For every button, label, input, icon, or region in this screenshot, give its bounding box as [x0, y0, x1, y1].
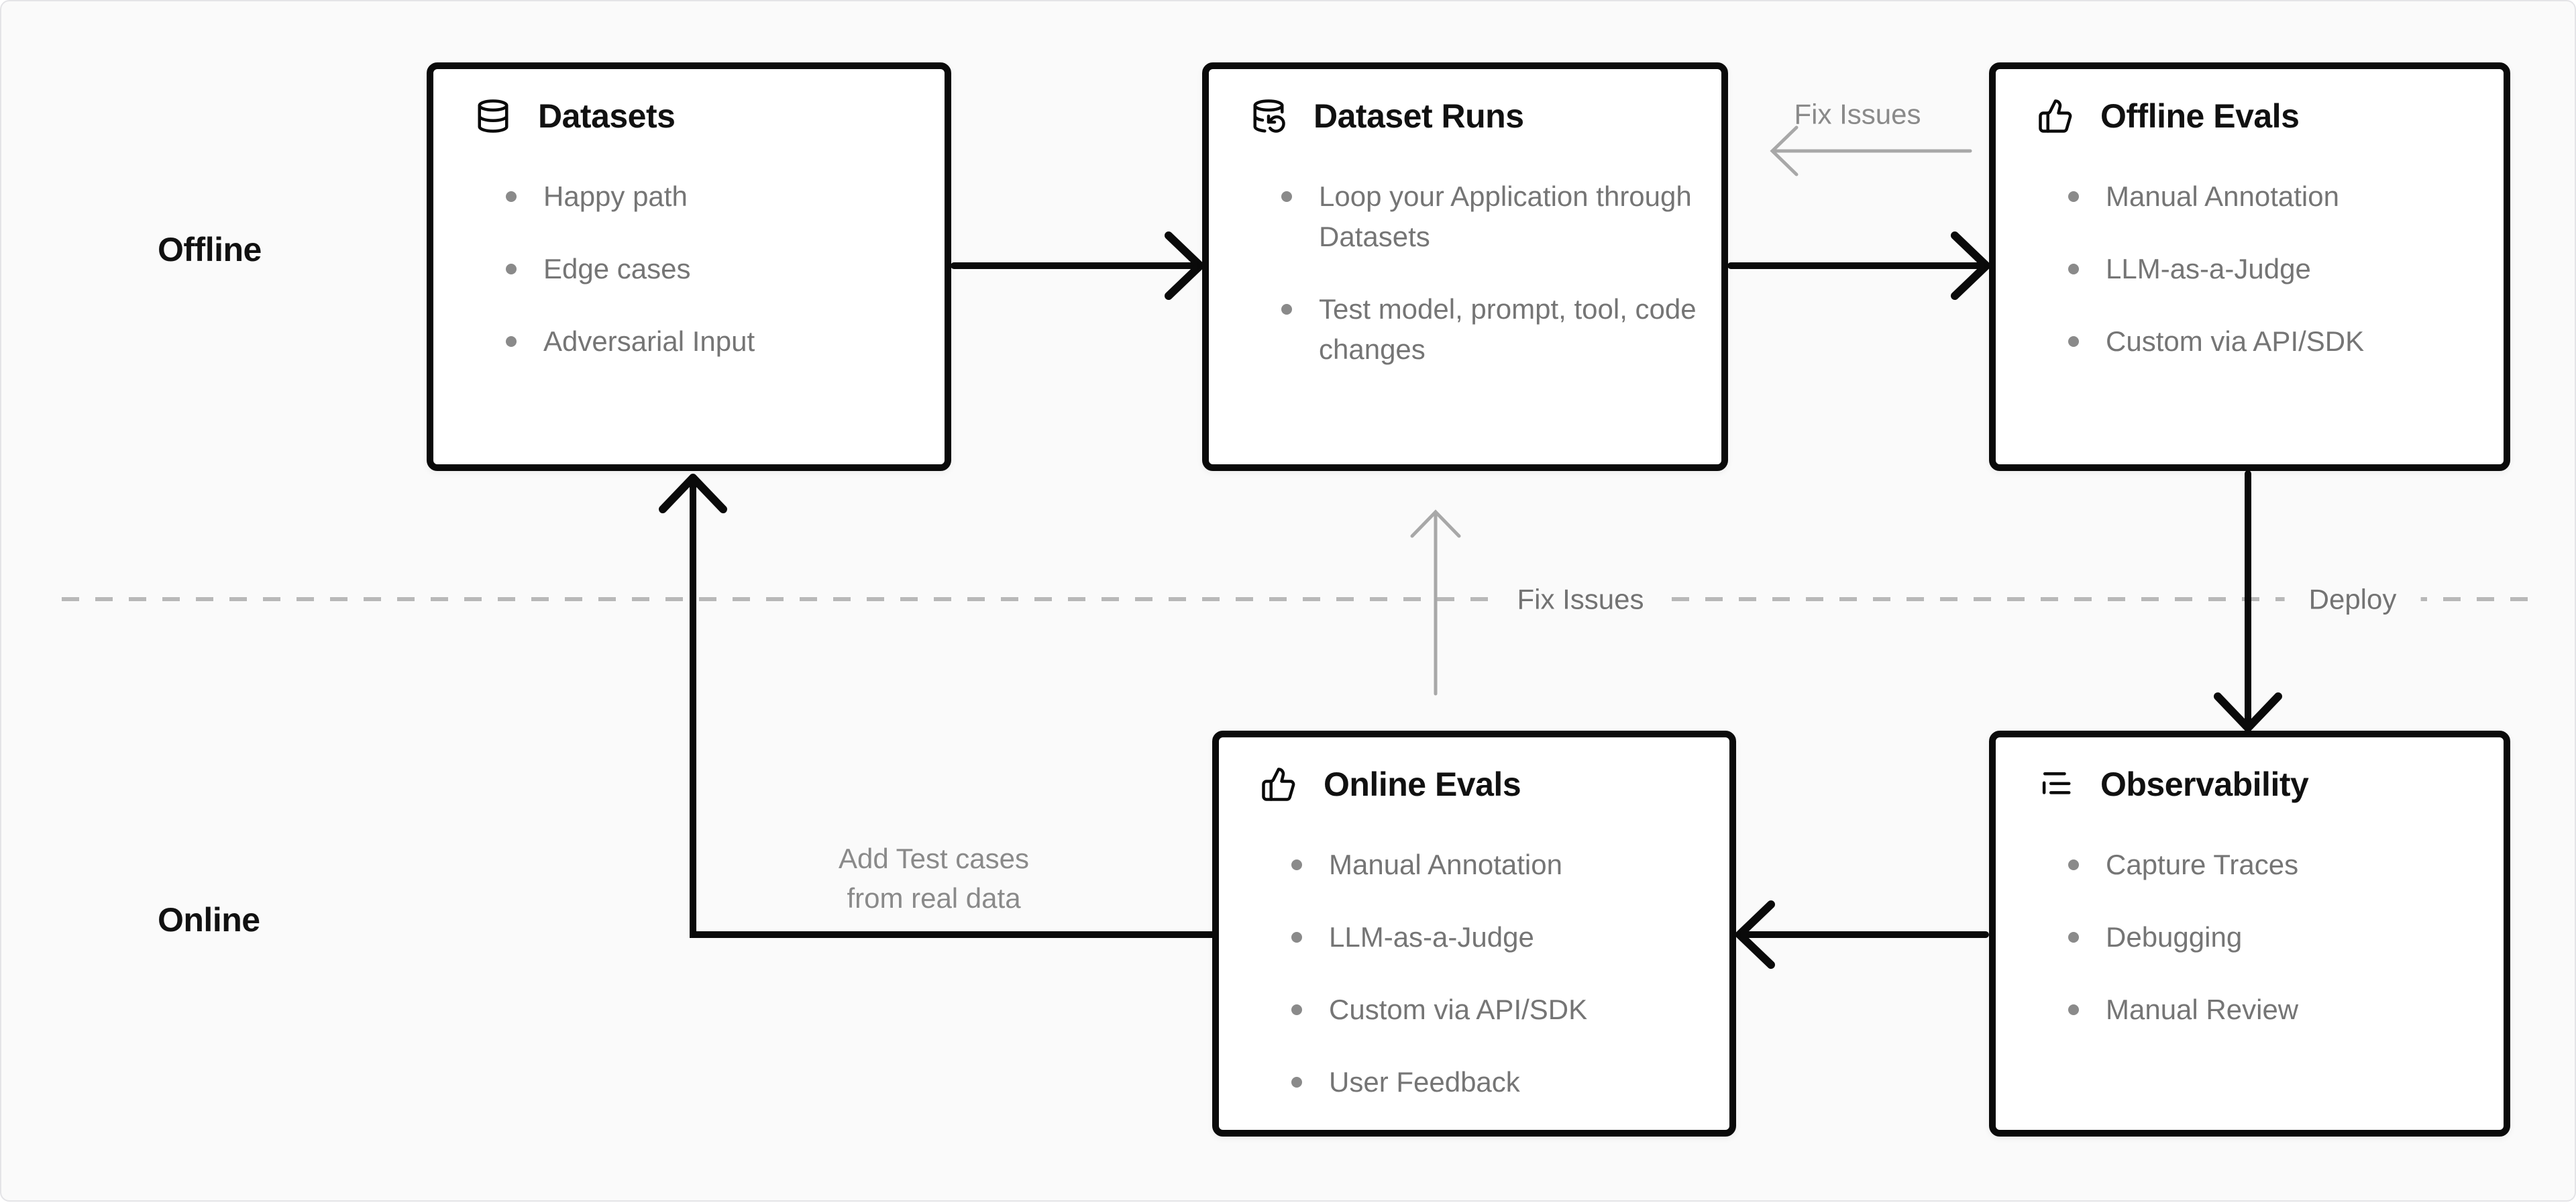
- bullet-item: Debugging: [2037, 917, 2479, 957]
- bullet-item: Custom via API/SDK: [2037, 321, 2479, 362]
- offline-evals-bullet-list: Manual Annotation LLM-as-a-Judge Custom …: [2037, 176, 2479, 362]
- datasets-to-dataset-runs-arrow: [951, 231, 1204, 300]
- online-evals-to-datasets-arrow: [659, 474, 1219, 938]
- datasets-card: Datasets Happy path Edge cases Adversari…: [427, 62, 951, 471]
- bullet-item: Happy path: [475, 176, 920, 217]
- fix-issues-top-arrow: [1770, 125, 1972, 176]
- offline-evals-card: Offline Evals Manual Annotation LLM-as-a…: [1989, 62, 2510, 471]
- bullet-item: Manual Annotation: [2037, 176, 2479, 217]
- dataset-runs-to-offline-evals-arrow: [1727, 231, 1990, 300]
- bullet-item: User Feedback: [1260, 1062, 1705, 1102]
- bullet-item: LLM-as-a-Judge: [1260, 917, 1705, 957]
- thumbs-up-icon: [1262, 768, 1295, 801]
- fix-issues-mid-arrow: [1410, 509, 1461, 696]
- logs-icon: [2042, 772, 2071, 794]
- bullet-item: Loop your Application through Datasets: [1250, 176, 1697, 257]
- dataset-runs-bullet-list: Loop your Application through Datasets T…: [1250, 176, 1697, 370]
- offline-section-label: Offline: [158, 231, 262, 268]
- datasets-bullet-list: Happy path Edge cases Adversarial Input: [475, 176, 920, 362]
- online-evals-bullet-list: Manual Annotation LLM-as-a-Judge Custom …: [1260, 845, 1705, 1102]
- bullet-item: Manual Annotation: [1260, 845, 1705, 885]
- bullet-item: Manual Review: [2037, 990, 2479, 1030]
- dataset-runs-card-title: Dataset Runs: [1313, 97, 1524, 135]
- observability-card-header: Observability: [2037, 766, 2479, 803]
- datasets-card-title: Datasets: [538, 97, 676, 135]
- add-test-cases-label: Add Test cases from real data: [838, 843, 1030, 914]
- observability-card-title: Observability: [2100, 766, 2309, 803]
- bullet-item: Test model, prompt, tool, code changes: [1250, 289, 1697, 370]
- datasets-card-header: Datasets: [475, 97, 920, 135]
- bullet-item: LLM-as-a-Judge: [2037, 249, 2479, 289]
- dataset-runs-card-header: Dataset Runs: [1250, 97, 1697, 135]
- online-evals-card-title: Online Evals: [1324, 766, 1521, 803]
- database-refresh-icon: [1253, 99, 1285, 133]
- bullet-item: Adversarial Input: [475, 321, 920, 362]
- thumbs-up-icon: [2039, 99, 2072, 133]
- fix-issues-top-label: Fix Issues: [1794, 98, 1921, 130]
- online-section-label: Online: [158, 901, 260, 939]
- observability-card: Observability Capture Traces Debugging M…: [1989, 731, 2510, 1137]
- bullet-item: Edge cases: [475, 249, 920, 289]
- bullet-item: Capture Traces: [2037, 845, 2479, 885]
- online-evals-card-header: Online Evals: [1260, 766, 1705, 803]
- bullet-item: Custom via API/SDK: [1260, 990, 1705, 1030]
- online-evals-card: Online Evals Manual Annotation LLM-as-a-…: [1212, 731, 1736, 1137]
- deploy-label: Deploy: [2284, 576, 2421, 622]
- offline-evals-card-title: Offline Evals: [2100, 97, 2300, 135]
- offline-evals-card-header: Offline Evals: [2037, 97, 2479, 135]
- fix-issues-mid-label: Fix Issues: [1493, 576, 1668, 622]
- observability-to-online-evals-arrow: [1735, 900, 1989, 969]
- offline-evals-to-observability-arrow: [2214, 470, 2282, 732]
- database-icon: [478, 99, 508, 133]
- observability-bullet-list: Capture Traces Debugging Manual Review: [2037, 845, 2479, 1030]
- dataset-runs-card: Dataset Runs Loop your Application throu…: [1202, 62, 1728, 471]
